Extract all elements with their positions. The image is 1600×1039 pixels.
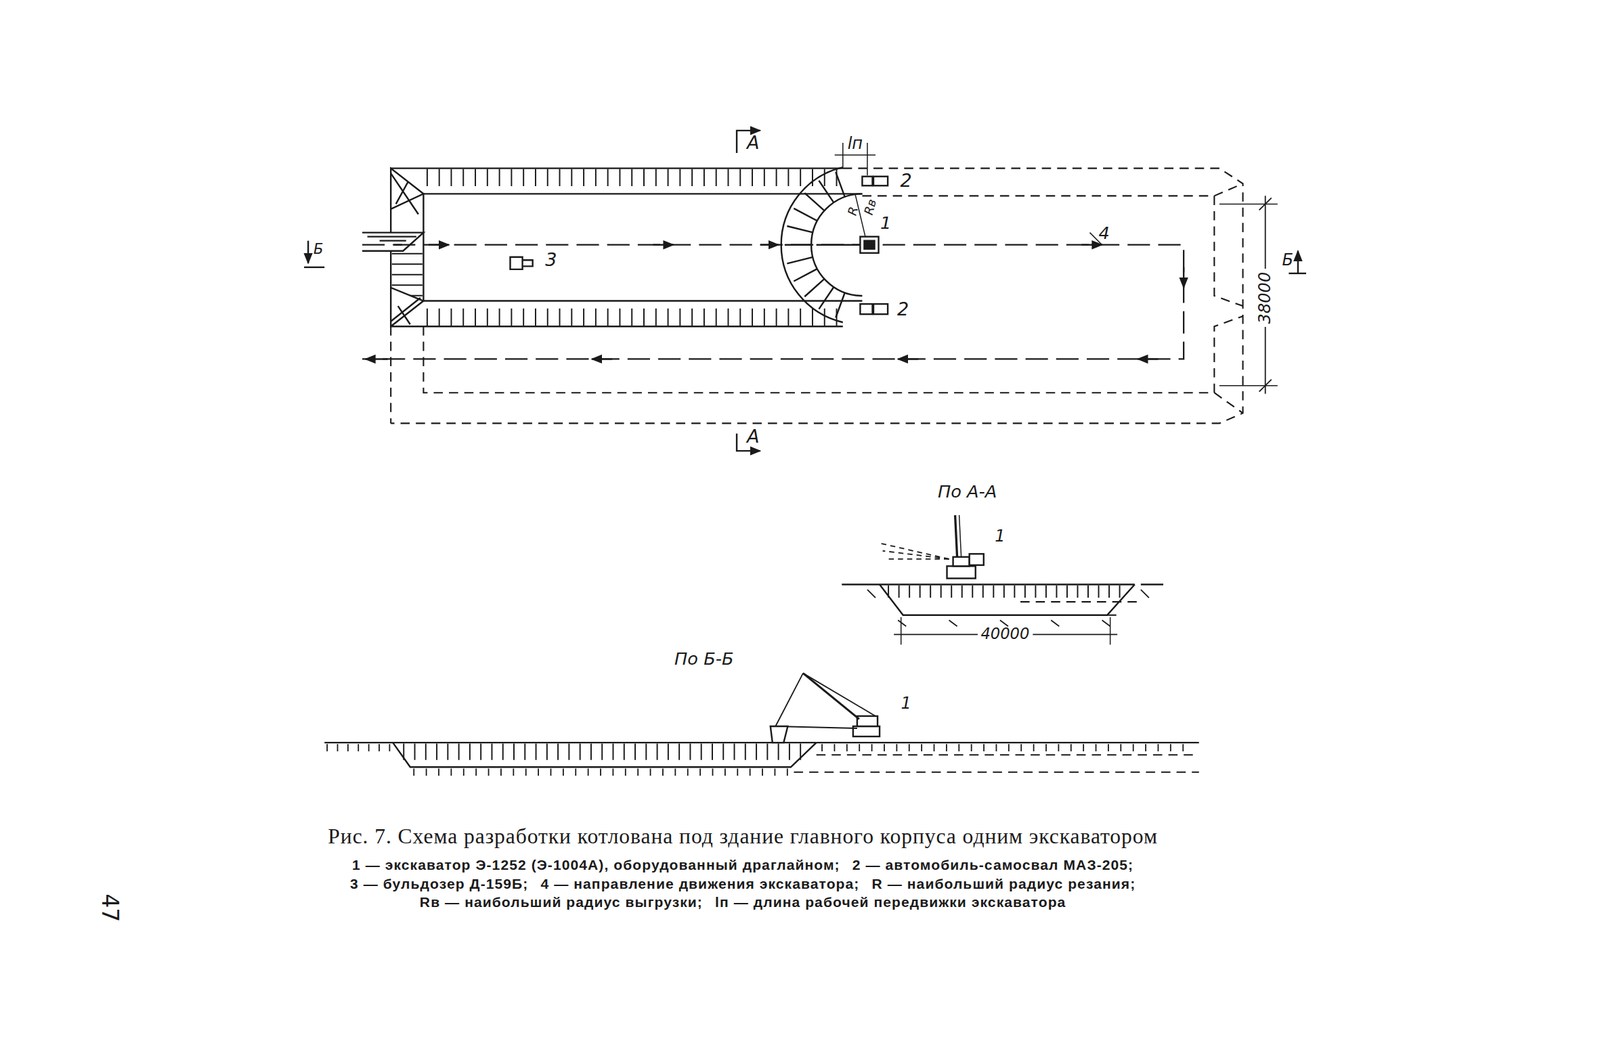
- section-title: По А-А: [937, 483, 997, 502]
- explanation-line: 3 — бульдозер Д-159Б; 4 — направление дви…: [0, 874, 1486, 894]
- dimension-label: lп: [847, 135, 863, 152]
- dimension-label: 40000: [977, 626, 1033, 643]
- explanation-line: 1 — экскаватор Э-1252 (Э-1004А), оборудо…: [0, 855, 1486, 875]
- section-mark: А: [746, 133, 760, 152]
- radius-label: Rв: [862, 197, 879, 216]
- caption-explanation: 1 — экскаватор Э-1252 (Э-1004А), оборудо…: [0, 855, 1486, 911]
- section-mark: Б: [313, 241, 323, 256]
- section-a-a: [841, 515, 1164, 645]
- explanation-item: R — наибольший радиус резания;: [872, 875, 1137, 892]
- callout-number: 2: [897, 299, 909, 319]
- plan-view: [304, 130, 1307, 451]
- figure-caption: Рис. 7. Схема разработки котлована под з…: [0, 824, 1486, 851]
- dimension-label: 38000: [1257, 268, 1274, 328]
- explanation-line: Rв — наибольший радиус выгрузки; lп — дли…: [0, 893, 1486, 912]
- callout-number: 1: [994, 528, 1005, 546]
- section-title: По Б-Б: [674, 650, 734, 669]
- section-mark: Б: [1282, 251, 1294, 269]
- explanation-item: 2 — автомобиль-самосвал МАЗ-205;: [852, 857, 1134, 874]
- section-mark: А: [746, 427, 760, 446]
- callout-number: 2: [900, 171, 913, 190]
- callout-number: 1: [901, 696, 912, 713]
- section-b-b: [324, 673, 1200, 773]
- callout-number: 1: [880, 214, 892, 233]
- explanation-item: lп — длина рабочей передвижки экскаватор…: [715, 893, 1066, 911]
- explanation-item: 3 — бульдозер Д-159Б;: [350, 875, 529, 892]
- explanation-item: 4 — направление движения экскаватора;: [541, 875, 860, 892]
- page-number: 47: [98, 893, 121, 923]
- callout-number: 4: [1098, 224, 1110, 243]
- explanation-item: 1 — экскаватор Э-1252 (Э-1004А), оборудо…: [352, 857, 841, 874]
- explanation-item: Rв — наибольший радиус выгрузки;: [419, 893, 703, 911]
- callout-number: 3: [545, 251, 557, 270]
